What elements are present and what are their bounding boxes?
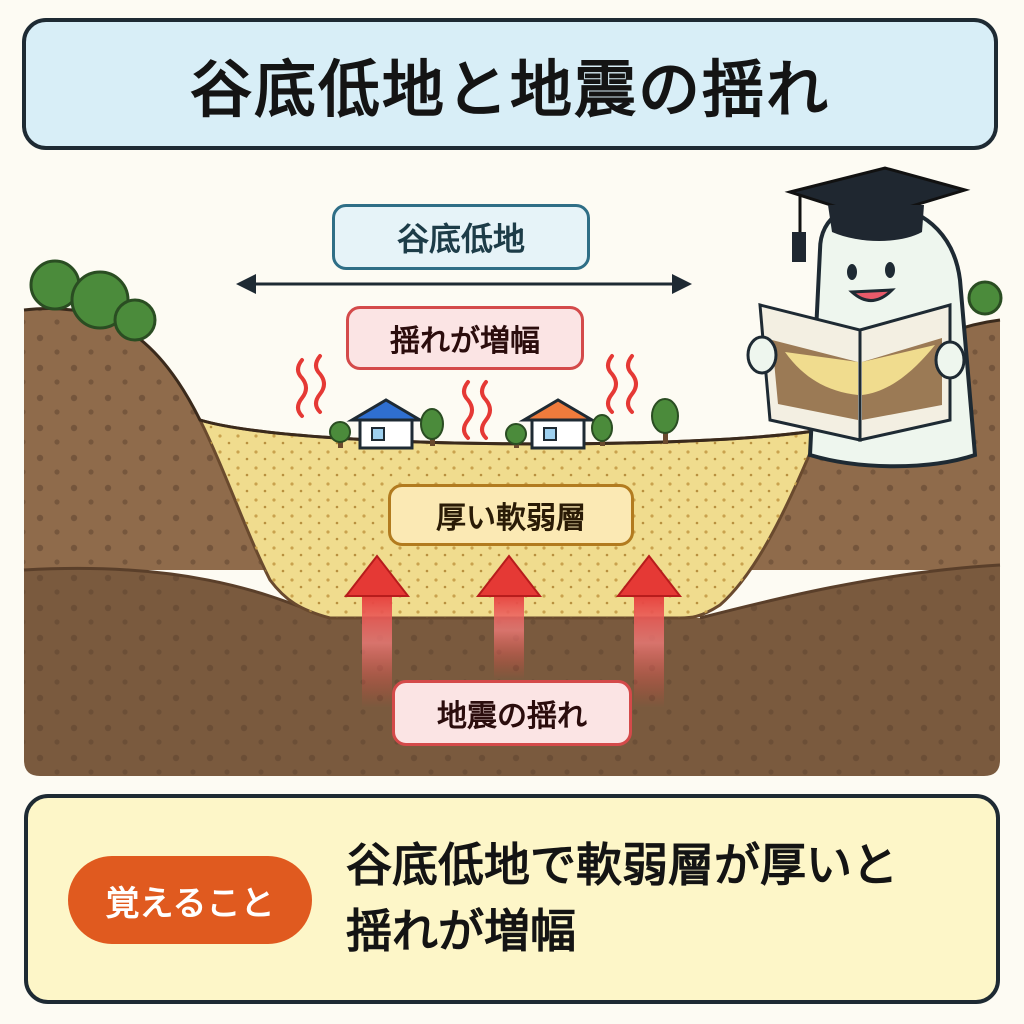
valley-lowland-label: 谷底低地 <box>332 204 590 270</box>
house-orange-roof-icon <box>518 398 598 450</box>
shaking-arrow <box>343 554 411 708</box>
tree-icon <box>29 259 157 342</box>
amplification-text: 揺れが増幅 <box>390 324 540 359</box>
key-point-box: 覚えること 谷底低地で軟弱層が厚いと 揺れが増幅 <box>24 794 1000 1004</box>
thick-soft-layer-text: 厚い軟弱層 <box>436 501 586 536</box>
key-point-text: 谷底低地で軟弱層が厚いと 揺れが増幅 <box>346 832 986 964</box>
title-banner: 谷底低地と地震の揺れ <box>22 18 998 150</box>
tree-icon <box>420 408 444 446</box>
amplification-label: 揺れが増幅 <box>346 306 584 370</box>
earthquake-shaking-text: 地震の揺れ <box>437 699 587 734</box>
earthquake-shaking-label: 地震の揺れ <box>392 680 632 746</box>
tree-icon <box>651 398 679 444</box>
thick-soft-layer-label: 厚い軟弱層 <box>388 484 634 546</box>
key-point-line-1: 谷底低地で軟弱層が厚いと <box>346 838 898 892</box>
graduation-cap-icon <box>784 166 971 262</box>
tree-icon <box>591 414 613 446</box>
tree-icon <box>967 280 1003 316</box>
key-point-line-2: 揺れが増幅 <box>346 904 576 958</box>
valley-lowland-text: 谷底低地 <box>396 220 525 258</box>
valley-width-arrow <box>236 274 692 294</box>
tree-icon <box>329 421 351 448</box>
shaking-arrow <box>615 554 683 708</box>
professor-mascot <box>746 166 978 469</box>
shaking-arrow <box>475 554 543 680</box>
tree-icon <box>505 423 527 448</box>
house-blue-roof-icon <box>346 398 426 450</box>
shake-wave-icon <box>296 354 638 440</box>
key-point-badge: 覚えること <box>68 856 312 944</box>
page-title: 谷底低地と地震の揺れ <box>189 53 830 126</box>
